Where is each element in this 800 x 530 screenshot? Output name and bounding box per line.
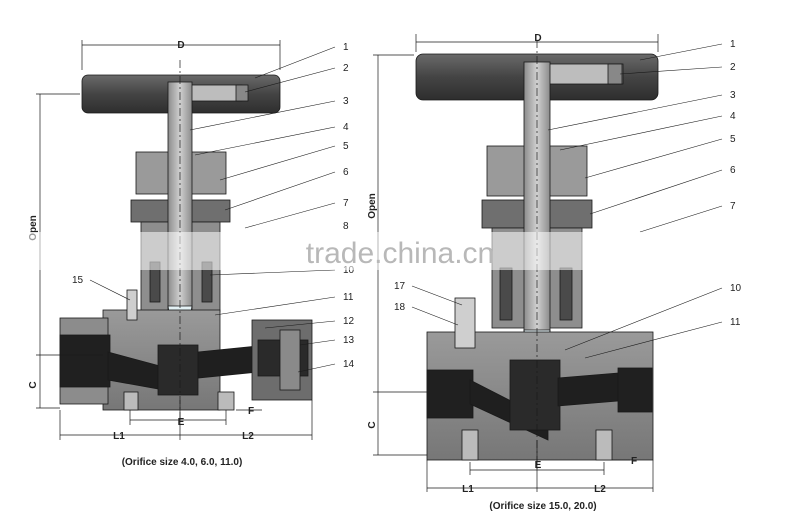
left-callout-8: 8 [343,221,349,232]
left-callout-1: 1 [343,42,349,53]
right-callout-4: 4 [730,111,736,122]
left-callout-2: 2 [343,63,349,74]
left-callout-3: 3 [343,96,349,107]
right-callout-6: 6 [730,165,736,176]
right-dim-c: C [367,421,378,428]
watermark-text: trade.china.cn [306,237,494,270]
left-callout-7: 7 [343,198,349,209]
right-callout-18: 18 [394,302,406,313]
right-dim-open: Open [367,193,378,219]
right-callout-7: 7 [730,201,736,212]
left-callout-5: 5 [343,141,349,152]
left-caption: (Orifice size 4.0, 6.0, 11.0) [122,457,243,468]
left-callout-6: 6 [343,167,349,178]
right-dim-e: E [535,460,542,471]
right-dim-labels: D Open C L1 L2 E F [367,33,637,495]
left-callout-4: 4 [343,122,349,133]
right-callout-11: 11 [730,317,741,328]
left-dim-open: Open [28,215,39,241]
right-callout-17: 17 [394,281,406,292]
right-callout-2: 2 [730,62,736,73]
left-stem [167,81,193,323]
right-dim-d: D [534,33,541,44]
left-callout-12: 12 [343,316,355,327]
left-dim-labels: D Open C L1 L2 E F [28,40,254,442]
left-callout-15: 15 [72,275,84,286]
right-valve [415,53,659,461]
left-leaders [89,46,336,373]
left-dim-d: D [177,40,184,51]
left-dim-l1: L1 [113,431,125,442]
right-dim-f: F [631,456,637,467]
right-caption: (Orifice size 15.0, 20.0) [489,501,596,512]
right-callout-10: 10 [730,283,742,294]
left-callout-13: 13 [343,335,355,346]
left-dim-c: C [28,381,39,388]
right-callout-3: 3 [730,90,736,101]
right-callout-5: 5 [730,134,736,145]
left-callout-14: 14 [343,359,355,370]
left-dim-f: F [248,406,254,417]
left-callout-10: 10 [343,265,355,276]
left-callouts: 1 2 3 4 5 6 7 8 10 11 12 13 14 15 [72,42,355,370]
right-callout-1: 1 [730,39,736,50]
right-leaders [411,43,723,359]
right-callouts: 1 2 3 4 5 6 7 10 11 17 18 [394,39,742,328]
right-dim-l1: L1 [462,484,474,495]
left-dim-l2: L2 [242,431,254,442]
left-dim-e: E [178,417,185,428]
right-stem [523,61,551,337]
watermark-band [0,232,800,270]
left-callout-11: 11 [343,292,354,303]
right-dim-l2: L2 [594,484,606,495]
